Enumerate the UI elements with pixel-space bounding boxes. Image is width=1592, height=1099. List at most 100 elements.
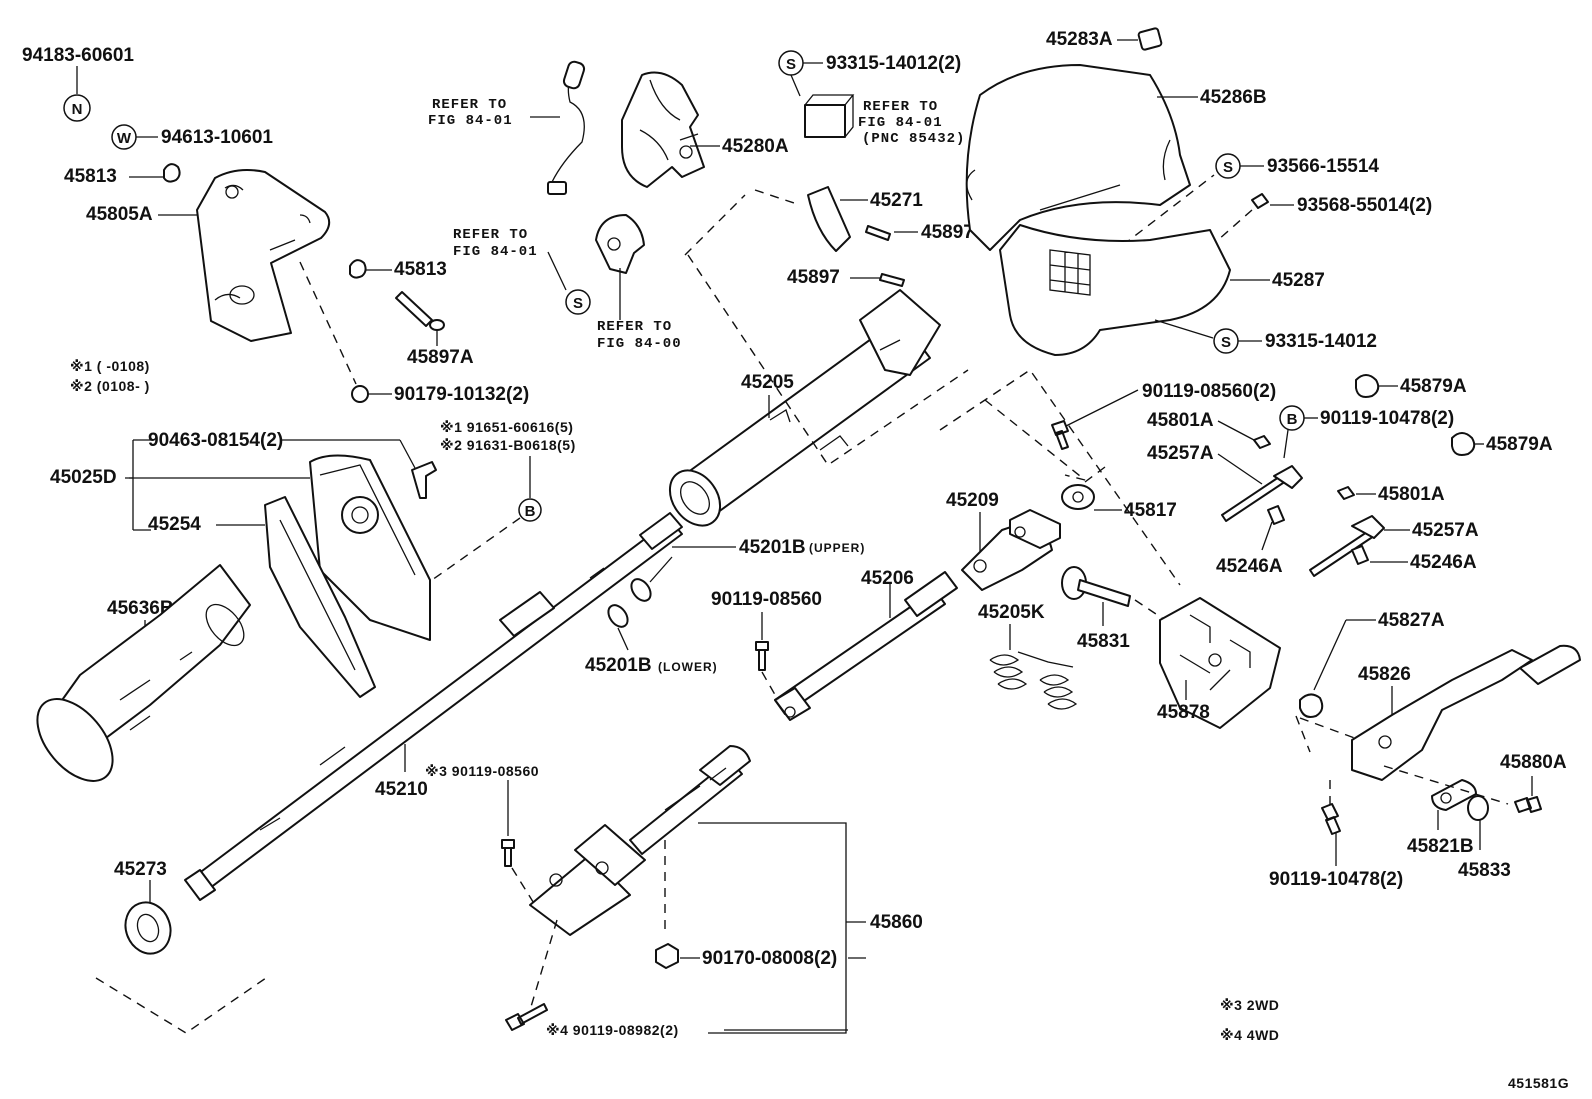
label-45254: 45254 <box>148 514 201 535</box>
part-45283A-group: 45283A <box>1046 27 1163 51</box>
part-45813-top: 45813 <box>64 163 181 187</box>
label-90119-08560-2: 90119-08560(2) <box>1142 381 1276 402</box>
label-45833: 45833 <box>1458 860 1511 881</box>
symbol-s-text-4: S <box>1221 334 1231 351</box>
ref4-line1: REFER TO <box>863 99 938 115</box>
label-45831: 45831 <box>1077 631 1130 652</box>
clip-45246A-a-icon <box>1267 505 1285 525</box>
part-90119-08560-left: ※3 90119-08560 <box>425 763 539 906</box>
symbol-s-text-2: S <box>573 295 583 312</box>
bushing-lower-icon <box>607 604 629 628</box>
part-45813-mid: 45813 <box>349 259 447 280</box>
label-45897-b: 45897 <box>787 267 840 288</box>
symbol-n-text: N <box>72 101 83 118</box>
part-45805A-bracket: 45805A <box>86 169 331 342</box>
lower-cover-45287-icon <box>999 224 1231 356</box>
ref1-line2: FIG 84-01 <box>428 113 513 129</box>
label-91631: ※2 91631-B0618(5) <box>440 437 576 453</box>
part-45879A-a: 45879A <box>1355 374 1467 398</box>
part-90170: 90170-08008(2) <box>655 943 866 969</box>
ref3-line1: REFER TO <box>597 319 672 335</box>
label-45897-a: 45897 <box>921 222 974 243</box>
part-45025D-group: 45025D 90463-08154(2) ※1 91651-60616(5) … <box>50 419 576 698</box>
label-45273: 45273 <box>114 859 167 880</box>
label-45813-mid: 45813 <box>394 259 447 280</box>
label-45283A: 45283A <box>1046 29 1113 50</box>
label-45209: 45209 <box>946 490 999 511</box>
ref-fig-84-01-a: REFER TO FIG 84-01 <box>428 60 586 195</box>
label-45636B: 45636B <box>107 598 174 619</box>
part-45271-group: 45271 45897 45897 <box>787 186 974 288</box>
ref-fig-84-01-pnc: REFER TO FIG 84-01 (PNC 85432) <box>858 99 964 147</box>
label-45025D: 45025D <box>50 467 117 488</box>
ref3-line2: FIG 84-00 <box>597 336 682 352</box>
ref1-line1: REFER TO <box>432 97 507 113</box>
label-91651: ※1 91651-60616(5) <box>440 419 573 435</box>
part-90119-10478-b: B 90119-10478(2) <box>1279 405 1454 459</box>
bushing-upper-icon <box>630 578 652 602</box>
label-90463-08154: 90463-08154(2) <box>148 430 283 451</box>
part-90119-08560-2: 90119-08560(2) <box>939 369 1276 586</box>
note-3: ※3 2WD <box>1220 997 1279 1013</box>
clip-45246A-b-icon <box>1351 545 1369 565</box>
label-45801A-b: 45801A <box>1378 484 1445 505</box>
label-45817: 45817 <box>1124 500 1177 521</box>
cap-45283A-icon <box>1137 27 1163 51</box>
symbol-b-text-1: B <box>525 503 536 520</box>
seal-45254-icon <box>264 496 376 698</box>
bolt-90119-c-icon <box>505 1003 548 1031</box>
part-45209-joint: 45209 <box>946 490 1061 591</box>
relay-icon <box>804 104 846 138</box>
label-45880A: 45880A <box>1500 752 1567 773</box>
label-45821B: 45821B <box>1407 836 1474 857</box>
part-45280A-switch: 45280A <box>621 71 789 188</box>
label-90119-10478-bottom: 90119-10478(2) <box>1269 869 1403 890</box>
ref2-line2: FIG 84-01 <box>453 244 538 260</box>
label-45246A-a: 45246A <box>1216 556 1283 577</box>
bolt-90119-e-icon <box>1321 803 1341 835</box>
nut-90170-icon <box>655 943 679 969</box>
symbol-s-icon-2 <box>565 289 591 315</box>
screw-45897-b-icon <box>879 273 905 287</box>
label-90119-08982: ※4 90119-08982(2) <box>546 1022 679 1038</box>
note-1: ※1 ( -0108) <box>70 358 150 374</box>
label-90170-08008: 90170-08008(2) <box>702 948 837 969</box>
clip-90463-icon <box>411 461 437 499</box>
symbol-b-text-2: B <box>1287 411 1298 428</box>
part-93315-2: S 93315-14012(2) <box>778 50 961 138</box>
label-45205: 45205 <box>741 372 794 393</box>
label-93315-14012-2: 93315-14012(2) <box>826 53 961 74</box>
bolt-90119-d-icon <box>1051 420 1069 450</box>
label-45257A-b: 45257A <box>1412 520 1479 541</box>
part-45878-bracket: 45878 <box>1157 597 1281 729</box>
screw-45897-a-icon <box>865 225 891 241</box>
label-45879A-b: 45879A <box>1486 434 1553 455</box>
label-90119-08560-mid: 90119-08560 <box>711 589 822 610</box>
diagram-id: 451581G <box>1508 1075 1569 1091</box>
part-45273-nut: 45273 <box>95 859 267 1034</box>
bolt-90119-a-icon <box>755 641 769 671</box>
part-lever-group-a: 45801A 45257A 45246A <box>1147 410 1303 577</box>
part-45860-assembly: 45860 <box>529 745 923 1034</box>
label-45286B: 45286B <box>1200 87 1267 108</box>
part-45821B-45833-45880A: 45821B 45833 45880A <box>1383 752 1567 881</box>
nut-45813-icon <box>163 163 181 183</box>
part-45205-tube: 45205 <box>668 189 969 527</box>
notes-1-2: ※1 ( -0108) ※2 (0108- ) <box>70 358 150 394</box>
ref4-line2: FIG 84-01 <box>858 115 943 131</box>
label-45205K: 45205K <box>978 602 1045 623</box>
label-90119-10478-top: 90119-10478(2) <box>1320 408 1454 429</box>
lever-45826-icon <box>1351 649 1533 781</box>
part-93568: 93568-55014(2) <box>1217 193 1432 241</box>
label-45280A: 45280A <box>722 136 789 157</box>
part-45636B-boot: 45636B <box>36 564 251 782</box>
cover-45271-icon <box>807 186 851 252</box>
label-45827A: 45827A <box>1378 610 1445 631</box>
label-45878: 45878 <box>1157 702 1210 723</box>
spring-45205K-icon <box>989 654 1028 690</box>
part-45879A-b: 45879A <box>1451 432 1553 456</box>
label-45801A-a: 45801A <box>1147 410 1214 431</box>
label-45201B-lower: 45201B <box>585 655 652 676</box>
note-2: ※2 (0108- ) <box>70 378 150 394</box>
